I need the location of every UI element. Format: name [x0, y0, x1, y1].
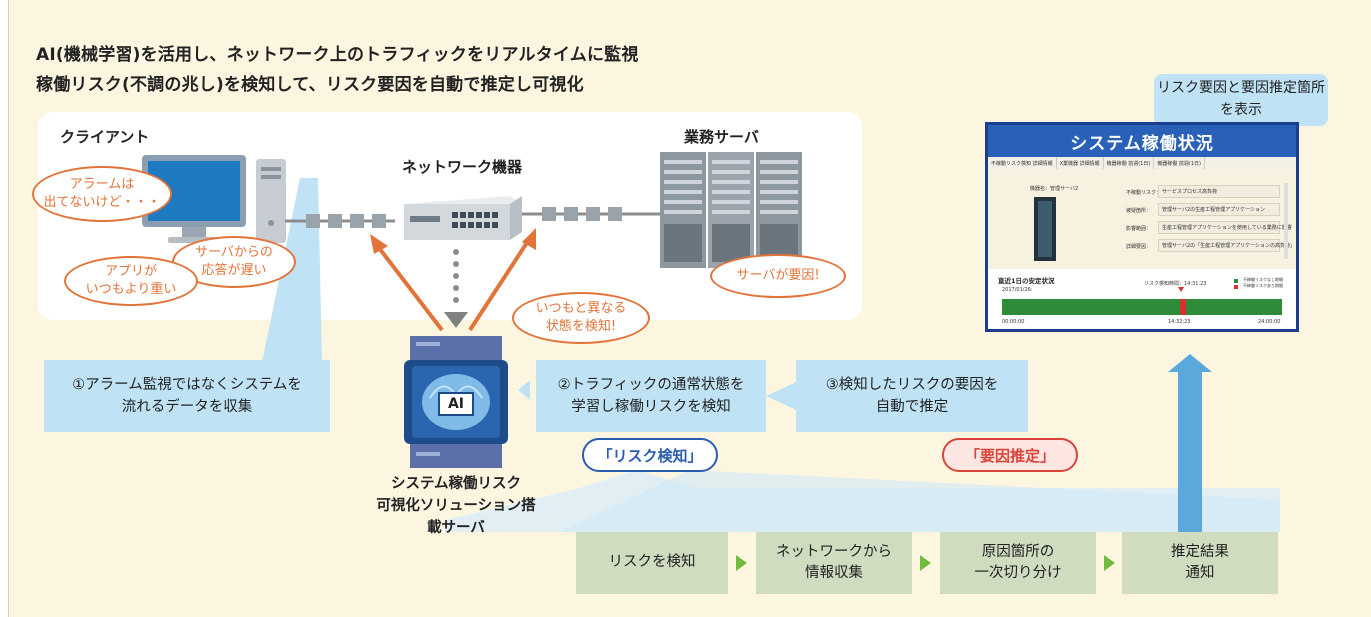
business-server-label: 業務サーバ	[684, 128, 759, 146]
row-label-risk: 不稼動リスク：	[1126, 190, 1162, 196]
step-arrow-1	[736, 555, 747, 571]
status-screen: システム稼働状況 不稼動リスク検知 詳細情報 X業機器 詳細情報 機器稼働 前週…	[985, 122, 1299, 332]
screen-tab-4[interactable]: 機器稼働 前週(1日)	[1154, 157, 1205, 169]
screen-tab-2[interactable]: X業機器 詳細情報	[1057, 157, 1104, 169]
step-notify-result: 推定結果 通知	[1122, 532, 1278, 594]
chart-date: 2017/01/26:	[1002, 287, 1033, 293]
row-value-impact: 生産工程管理アプリケーションを使用している業務に影響	[1158, 221, 1292, 234]
screen-tab-3[interactable]: 機器稼働 前週(1日)	[1104, 157, 1155, 169]
axis-start: 00:00:00	[1002, 319, 1025, 325]
bubble-anomaly-detected: いつもと異なる 状態を検知!	[512, 292, 650, 344]
step-collect-network-info: ネットワークから 情報収集	[756, 532, 912, 594]
screen-tab-1[interactable]: 不稼動リスク検知 詳細情報	[988, 157, 1057, 169]
up-arrow-shaft	[1178, 372, 1202, 542]
up-arrow-head	[1168, 354, 1212, 372]
row-label-impact: 影響範囲：	[1126, 226, 1152, 232]
step-arrow-3	[1104, 555, 1115, 571]
step-arrow-2	[920, 555, 931, 571]
row-value-suspect: 管理サーバ2の生産工程管理アプリケーション	[1158, 203, 1280, 216]
screen-scrollbar[interactable]	[1284, 183, 1288, 259]
callout-display-results: リスク要因と要因推定箇所を表示	[1154, 74, 1328, 126]
pill-cause-estimation: 「要因推定」	[942, 438, 1078, 472]
callout-collect-data: ①アラーム監視ではなくシステムを 流れるデータを収集	[44, 360, 330, 432]
row-value-detail: 管理サーバ2の「生産工程管理アプリケーションの高負荷」	[1158, 239, 1295, 252]
screen-title: システム稼働状況	[988, 125, 1296, 157]
risk-marker-icon	[1178, 287, 1184, 292]
stability-bar	[1002, 299, 1282, 315]
network-switch-icon	[404, 196, 522, 240]
headline-line1: AI(機械学習)を活用し、ネットワーク上のトラフィックをリアルタイムに監視	[36, 45, 639, 65]
screen-tabs: 不稼動リスク検知 詳細情報 X業機器 詳細情報 機器稼働 前週(1日) 機器稼働…	[988, 157, 1296, 169]
chart-title: 直近1日の安定状況	[998, 277, 1055, 285]
headline-line2: 稼働リスク(不調の兆し)を検知して、リスク要因を自動で推定し可視化	[36, 75, 584, 95]
row-label-detail: 詳細要因：	[1126, 244, 1152, 250]
risk-period-bar	[1180, 299, 1186, 315]
legend-risk: ：不稼働リスクあり期間	[1239, 283, 1283, 288]
risk-detect-time: リスク検知時間：14:31:23	[1144, 281, 1207, 287]
axis-end: 24:00:00	[1258, 319, 1281, 325]
client-label: クライアント	[60, 128, 150, 146]
step-detect-risk: リスクを検知	[576, 532, 728, 594]
legend-swatch-no-risk	[1234, 279, 1238, 283]
row-value-risk: サービスプロセス高負荷	[1158, 185, 1280, 198]
server-tower-icon	[1034, 197, 1056, 261]
callout-learn-detect: ②トラフィックの通常状態を 学習し稼働リスクを検知	[536, 360, 766, 432]
legend-swatch-risk	[1234, 285, 1238, 289]
callout-estimate-cause: ③検知したリスクの要因を 自動で推定	[796, 360, 1028, 432]
server-rack-icon	[660, 152, 802, 268]
screen-device-name: 機器名：管理サーバ2	[1030, 186, 1079, 192]
ai-chip: AI	[438, 392, 474, 416]
ai-server-label: システム稼働リスク 可視化ソリューション搭載サーバ	[376, 476, 536, 536]
beam-bottom2	[560, 470, 1280, 532]
callout3-arrow	[766, 382, 796, 410]
bubble-server-cause: サーバが要因!	[710, 254, 846, 298]
pill-risk-detection: 「リスク検知」	[582, 438, 718, 472]
bubble-alarm: アラームは 出てないけど・・・	[32, 166, 172, 222]
network-device-label: ネットワーク機器	[402, 158, 523, 176]
row-label-suspect: 被疑箇所：	[1126, 208, 1152, 214]
axis-mid: 14:32:23	[1168, 319, 1191, 325]
step-isolate-cause: 原因箇所の 一次切り分け	[940, 532, 1096, 594]
bubble-app-slow: アプリが いつもより重い	[64, 256, 198, 306]
client-pc-icon	[142, 155, 286, 243]
legend-no-risk: ：不稼働リスクなし期間	[1239, 277, 1283, 282]
